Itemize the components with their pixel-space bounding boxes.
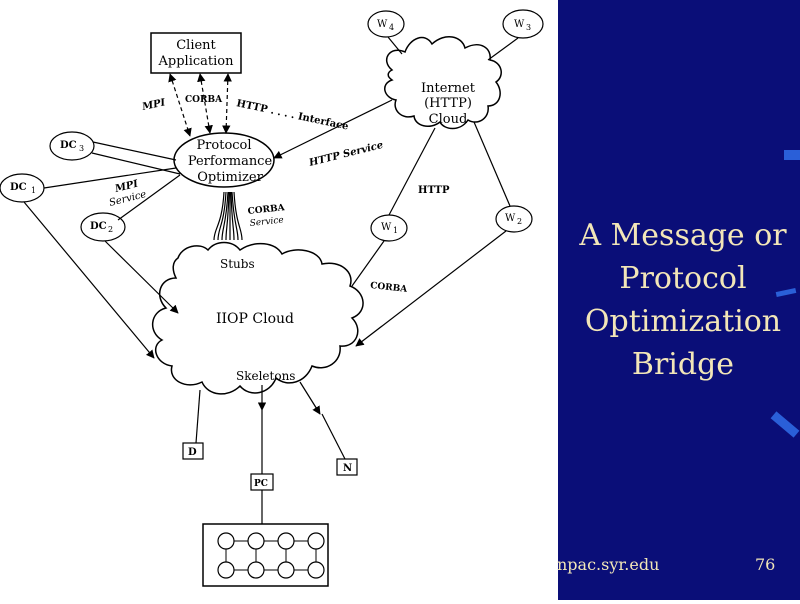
pc-label: PC [254, 479, 268, 489]
skeletons-label: Skeletons [236, 369, 295, 383]
w2-label: W [505, 213, 516, 224]
w4-label: W [377, 19, 388, 30]
d-label: D [188, 447, 197, 458]
title-panel [558, 0, 800, 600]
n-label: N [343, 463, 352, 474]
stubs-label: Stubs [220, 257, 255, 271]
dc2-node [80, 212, 126, 242]
optimizer-label-3: Optimizer [197, 170, 263, 185]
http-interface-label: HTTP . . . . Interface [235, 98, 349, 133]
corba-label: CORBA [185, 95, 223, 105]
dc3-label: DC [60, 140, 77, 151]
w4-sub: 4 [389, 23, 394, 32]
iiop-cloud-label: IIOP Cloud [216, 311, 294, 327]
w2-sub: 2 [517, 217, 522, 226]
iiop-cloud-shape [152, 241, 364, 395]
http-service-label: HTTP Service [307, 140, 384, 169]
client-application-box [150, 32, 242, 74]
internet-label-2: (HTTP) [424, 96, 472, 111]
corba-right-label: CORBA [370, 281, 409, 295]
w3-node [502, 9, 544, 39]
slide-title-line-4: Bridge [631, 347, 735, 382]
parallel-computer-grid [202, 523, 329, 587]
internet-cloud-shape [384, 36, 502, 130]
internet-label-3: Cloud [429, 112, 468, 127]
corba-service-label-2: Service [249, 215, 284, 229]
w1-sub: 1 [393, 226, 398, 235]
w3-sub: 3 [526, 23, 531, 32]
client-application-label-2: Application [158, 54, 235, 69]
dc3-sub: 3 [79, 144, 84, 153]
http-label: HTTP [418, 185, 450, 196]
client-application-label-1: Client [176, 38, 216, 53]
decorative-dash [770, 411, 800, 438]
diagram-svg: Client Application Protocol Performance … [0, 9, 544, 587]
slide-title-line-1: A Message or [579, 218, 787, 253]
mpi-label: MPI [140, 97, 166, 113]
slide-title-line-3: Optimization [584, 304, 782, 339]
w1-label: W [381, 222, 392, 233]
dc1-label: DC [10, 182, 27, 193]
n-node [336, 458, 358, 476]
slide-title-line-2: Protocol [619, 261, 747, 296]
network-diagram: Client Application Protocol Performance … [0, 9, 544, 587]
dc2-sub: 2 [108, 225, 113, 234]
dc3-node [49, 131, 95, 161]
d-node [182, 442, 204, 460]
optimizer-label-2: Performance [188, 154, 273, 169]
footer-url: npac.syr.edu [557, 555, 660, 574]
page-number: 76 [755, 555, 776, 574]
decorative-dash [784, 150, 800, 160]
connections [23, 36, 519, 524]
dc1-sub: 1 [31, 186, 36, 195]
dc2-label: DC [90, 221, 107, 232]
optimizer-label-1: Protocol [196, 138, 251, 153]
w4-node [367, 10, 405, 38]
internet-label-1: Internet [421, 81, 476, 96]
w3-label: W [514, 19, 525, 30]
w2-node [495, 205, 533, 233]
slide-title: A Message or Protocol Optimization Bridg… [568, 214, 798, 386]
corba-service-label-1: CORBA [247, 203, 286, 217]
